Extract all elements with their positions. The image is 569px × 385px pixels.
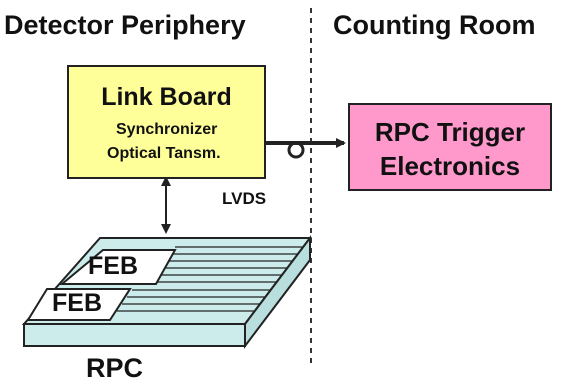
link-board-box: Link Board Synchronizer Optical Tansm. — [67, 65, 266, 179]
rpc-chamber-side — [244, 235, 311, 349]
feb-label-2: FEB — [52, 289, 102, 317]
trigger-electronics-box: RPC Trigger Electronics — [348, 103, 552, 191]
fiber-loop-icon — [287, 141, 305, 159]
link-board-title: Link Board — [101, 83, 232, 111]
feb-card-2 — [26, 288, 132, 321]
rpc-label: RPC — [86, 353, 144, 383]
feb-card-1 — [59, 249, 177, 285]
header-counting-room: Counting Room — [333, 10, 536, 40]
link-board-synchronizer: Synchronizer — [116, 121, 218, 138]
rpc-chamber-front — [23, 323, 246, 347]
feb-label-1: FEB — [88, 252, 138, 280]
link-board-optical-transmitter: Optical Tansm. — [107, 145, 221, 162]
lvds-label: LVDS — [222, 189, 267, 208]
header-detector-periphery: Detector Periphery — [4, 10, 246, 40]
rpc-strips — [117, 246, 303, 312]
trigger-electronics-line1: RPC Trigger — [374, 117, 526, 147]
trigger-electronics-line2: Electronics — [379, 151, 521, 181]
